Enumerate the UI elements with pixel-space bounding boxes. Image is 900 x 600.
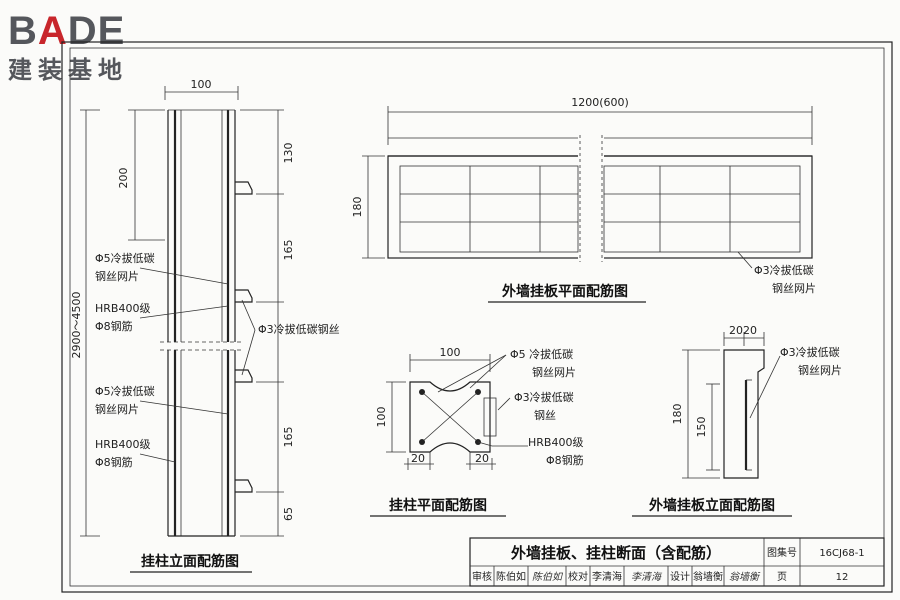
panel-plan: 1200(600) 180 Φ3冷拔低碳 钢丝网片 外墙挂板平面配筋图 <box>351 96 816 303</box>
bracket-4 <box>235 479 253 493</box>
rebar-dot-2 <box>475 389 481 395</box>
rebar-dot-3 <box>419 439 425 445</box>
label-plan-bar-a: HRB400级 <box>528 436 583 449</box>
label-panel-mesh-a: Φ3冷拔低碳 <box>754 263 814 277</box>
design-label: 设计 <box>670 570 690 583</box>
reviewer-name: 陈伯如 <box>496 570 526 583</box>
dim-165a: 165 <box>282 240 295 261</box>
title-panel-elevation: 外墙挂板立面配筋图 <box>649 497 775 514</box>
label-plan-wire-a: Φ3冷拔低碳 <box>514 390 574 404</box>
reviewer-signature: 陈伯如 <box>532 571 564 583</box>
review-label: 审核 <box>472 570 492 583</box>
dim-plan-left: 100 <box>375 407 388 428</box>
label-elev-mesh-b: 钢丝网片 <box>798 364 842 377</box>
dim-plan-20-right: 20 <box>475 452 489 465</box>
outer-frame <box>61 41 893 593</box>
rebar-dot-1 <box>419 389 425 395</box>
atlas-label: 图集号 <box>767 546 797 559</box>
dim-65: 65 <box>282 507 295 521</box>
logo-latin: BADE <box>8 9 125 53</box>
label-mesh-2a: Φ5冷拔低碳 <box>95 384 155 398</box>
title-column-plan: 挂柱平面配筋图 <box>389 497 487 514</box>
dim-plan-top: 100 <box>440 346 461 359</box>
check-label: 校对 <box>568 570 588 583</box>
label-mesh-1b: 钢丝网片 <box>95 270 139 283</box>
label-plan-mesh-b: 钢丝网片 <box>532 366 576 379</box>
label-elev-mesh-a: Φ3冷拔低碳 <box>780 345 840 359</box>
checker-signature: 李清海 <box>631 571 663 583</box>
dim-plan-20-left: 20 <box>411 452 425 465</box>
label-plan-bar-b: Φ8钢筋 <box>546 453 584 467</box>
title-column-elevation: 挂柱立面配筋图 <box>141 553 239 570</box>
label-mesh-1a: Φ5冷拔低碳 <box>95 251 155 265</box>
page-number: 12 <box>836 572 849 583</box>
dim-elev-150: 150 <box>695 417 708 438</box>
label-plan-mesh-a: Φ5 冷拔低碳 <box>510 347 573 361</box>
dim-panel-length: 1200(600) <box>571 96 629 109</box>
column-elevation: 100 130 165 165 65 <box>70 78 340 573</box>
designer-signature: 翁墙衡 <box>729 571 761 583</box>
title-panel-plan: 外墙挂板平面配筋图 <box>502 283 628 300</box>
dim-total-height: 2900～4500 <box>70 292 83 359</box>
dim-165b: 165 <box>282 427 295 448</box>
panel-section-outline <box>723 349 765 479</box>
designer-name: 翁墙衡 <box>693 570 723 583</box>
panel-elevation: 2020 180 150 Φ3冷拔低碳 钢丝网片 外墙挂板立面配筋图 <box>632 324 842 517</box>
label-wire: Φ3冷拔低碳钢丝 <box>258 322 340 336</box>
label-plan-wire-b: 钢丝 <box>534 409 556 422</box>
label-mesh-2b: 钢丝网片 <box>95 403 139 416</box>
dim-elev-180: 180 <box>671 404 684 425</box>
dim-200: 200 <box>117 168 130 189</box>
bracket-2 <box>235 289 253 303</box>
column-plan: 100 100 20 20 Φ5 冷拔低碳 钢丝网片 Φ3冷拔低碳 钢丝 HRB… <box>370 346 584 517</box>
label-bar-2a: HRB400级 <box>95 438 150 451</box>
label-bar-1a: HRB400级 <box>95 302 150 315</box>
logo: BADE 建装基地 <box>8 9 128 84</box>
atlas-number: 16CJ68-1 <box>819 548 864 559</box>
column-section-outline <box>409 381 491 453</box>
label-bar-2b: Φ8钢筋 <box>95 455 133 469</box>
dim-elev-top: 2020 <box>729 324 757 337</box>
label-panel-mesh-b: 钢丝网片 <box>772 282 816 295</box>
label-bar-1b: Φ8钢筋 <box>95 319 133 333</box>
dim-column-width: 100 <box>191 78 212 91</box>
dim-130: 130 <box>282 143 295 164</box>
title-block: 外墙挂板、挂柱断面（含配筋） 图集号 16CJ68-1 审核 陈伯如 陈伯如 校… <box>469 537 885 587</box>
dim-panel-thickness: 180 <box>351 197 364 218</box>
logo-chinese: 建装基地 <box>8 56 128 84</box>
bracket-1 <box>235 181 253 195</box>
bracket-3 <box>235 369 253 383</box>
sheet-title: 外墙挂板、挂柱断面（含配筋） <box>510 544 721 562</box>
page-label: 页 <box>777 571 787 583</box>
checker-name: 李清海 <box>592 570 622 583</box>
